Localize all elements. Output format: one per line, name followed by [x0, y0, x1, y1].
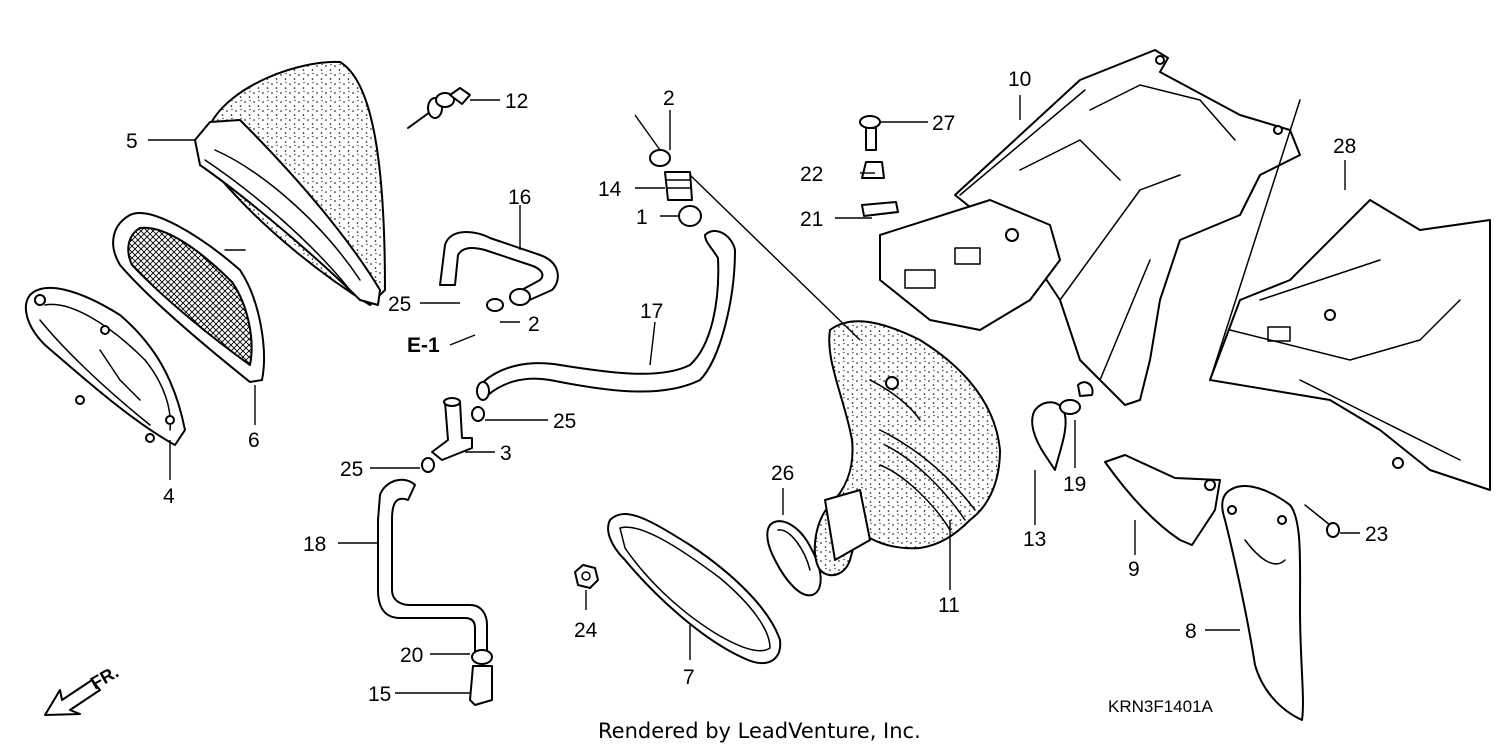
callout-26: 26: [771, 462, 794, 485]
reference-label-e1: E-1: [407, 334, 440, 357]
callout-17: 17: [640, 300, 663, 323]
callout-14: 14: [598, 178, 622, 201]
callout-9: 9: [1128, 558, 1140, 581]
callout-13: 13: [1023, 528, 1046, 551]
callout-10: 10: [1008, 68, 1031, 91]
callout-23: 23: [1365, 523, 1388, 546]
callout-12: 12: [505, 90, 528, 113]
breather-tube: [439, 231, 559, 312]
wing-bolt: [407, 87, 471, 129]
callout-3: 3: [500, 442, 512, 465]
callout-27: 27: [932, 112, 955, 135]
clamp-and-plug: [469, 649, 493, 706]
callout-2-lower: 2: [528, 313, 540, 336]
callout-1: 1: [636, 206, 648, 229]
callout-19: 19: [1063, 473, 1086, 496]
callout-6: 6: [248, 429, 260, 452]
bracket: [1104, 454, 1221, 546]
air-filter-element: [194, 60, 386, 306]
leader-lines: [148, 95, 1360, 694]
air-cleaner-case: [813, 320, 1001, 577]
connecting-band: [766, 520, 822, 597]
callout-15: 15: [368, 683, 391, 706]
callout-25-lower: 25: [340, 458, 363, 481]
callout-labels: 5 6 4 12 16 25 2 E-1 2 14 1 17 25 3 25 1…: [126, 68, 1388, 706]
footer-credit: Rendered by LeadVenture, Inc.: [598, 719, 921, 743]
callout-11: 11: [938, 594, 960, 617]
diagram-code: KRN3F1401A: [1108, 697, 1214, 716]
callout-7: 7: [683, 666, 695, 689]
callout-28: 28: [1333, 135, 1356, 158]
callout-5: 5: [126, 130, 138, 153]
nut: [574, 564, 599, 589]
front-direction-arrow: FR.: [44, 662, 122, 716]
callout-18: 18: [303, 533, 326, 556]
case-gasket: [607, 513, 782, 665]
air-box-cover: [954, 49, 1301, 406]
mounting-bolt: [859, 115, 899, 217]
drain-hose-upper: [476, 230, 736, 401]
joint-pipe: [421, 397, 485, 473]
side-cover: [1221, 485, 1304, 721]
callout-20: 20: [400, 644, 423, 667]
callout-25-upper: 25: [388, 293, 411, 316]
filter-holder: [24, 287, 186, 446]
breather-cap: [1031, 381, 1094, 471]
callout-2-upper: 2: [663, 87, 675, 110]
air-box-cover-alt: [1209, 99, 1491, 491]
callout-24: 24: [574, 619, 598, 642]
callout-8: 8: [1185, 620, 1197, 643]
callout-4: 4: [163, 485, 175, 508]
clip-and-fitting-group: [649, 149, 702, 227]
callout-21: 21: [800, 208, 823, 231]
drain-tube-lower: [377, 478, 488, 653]
callout-16: 16: [508, 186, 531, 209]
cover-plate-bracket: [879, 199, 1061, 331]
callout-25-middle: 25: [553, 410, 576, 433]
filter-screen: [112, 212, 265, 383]
callout-22: 22: [800, 163, 823, 186]
screw: [1304, 504, 1340, 538]
